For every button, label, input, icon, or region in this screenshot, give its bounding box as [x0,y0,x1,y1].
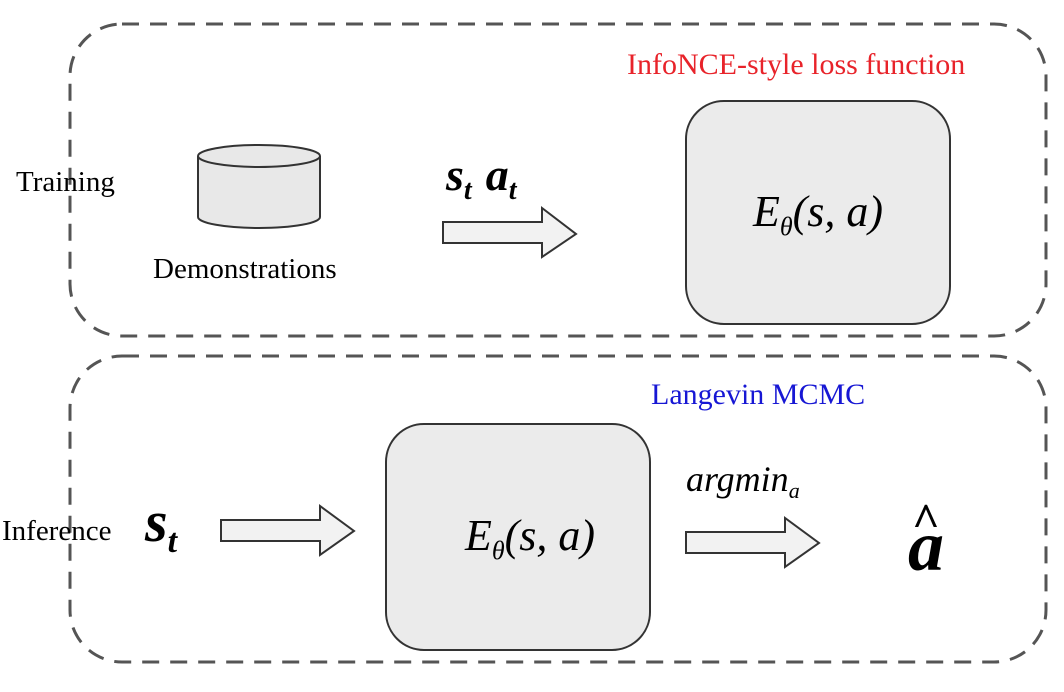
training-energy-box [685,100,951,325]
inference-panel-border [68,354,1048,664]
training-energy-function: Eθ(s, a) [752,187,883,241]
predicted-action-output: ^ a [908,494,944,586]
svg-text:a: a [908,506,944,586]
inference-stage-label: Inference [2,515,112,547]
training-panel-border [68,22,1048,338]
inference-input-arrow [220,504,356,557]
langevin-mcmc-label: Langevin MCMC [651,378,866,411]
inference-input-state: st [144,489,179,560]
infonce-loss-label: InfoNCE-style loss function [627,48,966,81]
training-arrow [442,205,578,259]
inference-energy-function: Eθ(s, a) [464,511,595,565]
database-cylinder-icon [197,144,321,229]
training-stage-label: Training [16,166,115,198]
argmin-label: argmina [686,459,800,503]
inference-output-arrow [685,516,821,569]
inference-energy-box [385,423,651,651]
demonstrations-label: Demonstrations [153,253,337,285]
svg-text:^: ^ [912,494,940,547]
